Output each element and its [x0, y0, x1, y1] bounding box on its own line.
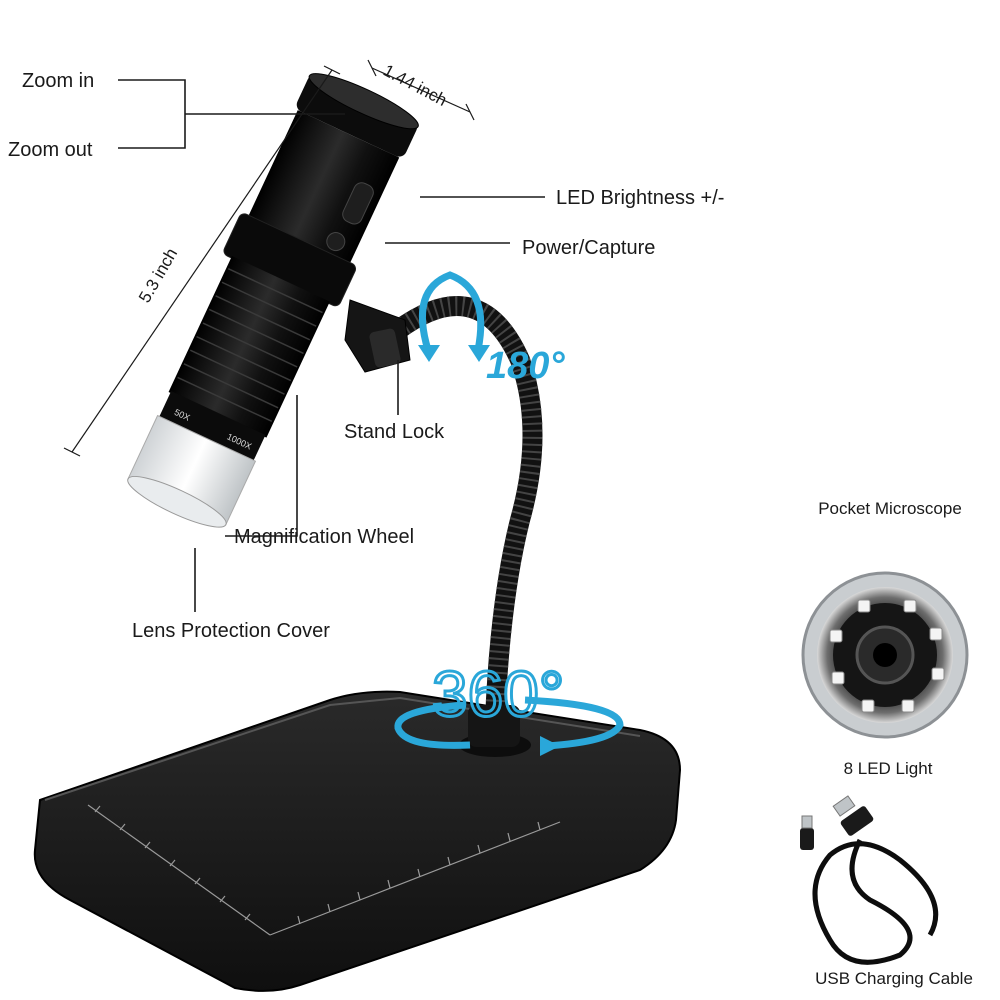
leader-lines	[118, 79, 545, 612]
stand-lock-label: Stand Lock	[344, 421, 445, 443]
stand-lock-clamp	[344, 299, 411, 373]
led-light-label: 8 LED Light	[844, 759, 933, 778]
power-capture-label: Power/Capture	[522, 237, 655, 259]
usb-cable-label: USB Charging Cable	[815, 969, 973, 988]
power-capture-button	[326, 232, 346, 252]
gooseneck-arm	[388, 296, 543, 757]
stand-base	[33, 690, 682, 992]
zoom-out-label: Zoom out	[8, 139, 93, 161]
lens-protection-cover-label: Lens Protection Cover	[132, 620, 330, 642]
zoom-in-label: Zoom in	[22, 70, 94, 92]
led-brightness-label: LED Brightness +/-	[556, 187, 724, 209]
rotate-360-indicator	[394, 696, 624, 756]
led-dots	[829, 599, 945, 713]
rotate-360-label: 360°	[432, 658, 564, 730]
usb-cable-image	[800, 795, 939, 965]
pocket-microscope-label: Pocket Microscope	[818, 499, 962, 518]
magnification-wheel-label: Magnification Wheel	[234, 526, 414, 548]
rotate-180-indicator	[418, 271, 490, 362]
dimension-lines	[63, 59, 475, 457]
led-brightness-button	[342, 182, 374, 225]
rotate-180-label: 180°	[486, 345, 565, 387]
length-label: 5.3 inch	[135, 245, 181, 306]
ruler-markings	[87, 804, 561, 936]
led-lens-inset	[801, 571, 969, 739]
microscope-body: 50X 1000X	[127, 73, 419, 528]
